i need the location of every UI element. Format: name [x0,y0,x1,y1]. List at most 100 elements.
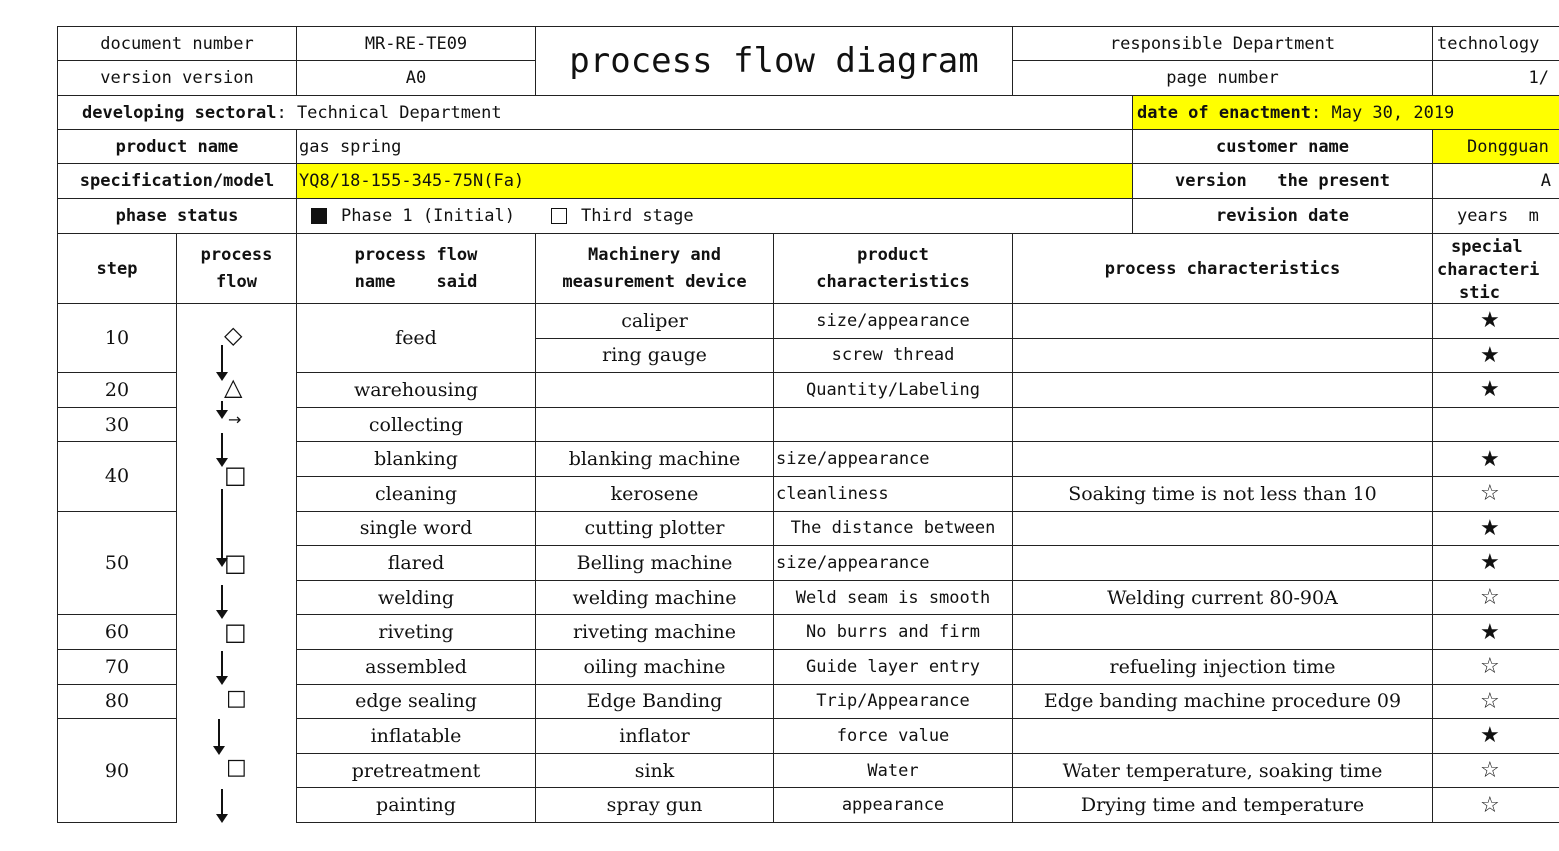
developing-row: developing sectoral : Technical Departme… [57,95,1133,130]
inspection-symbol: ◇ [224,321,243,349]
step-cell: 80 [57,683,177,720]
product-char-cell: The distance between [773,510,1013,547]
flow-arrow [216,401,228,419]
flow-arrow [213,719,225,755]
enactment-cell: date of enactment : May 30, 2019 [1132,95,1559,130]
machine-cell: oiling machine [535,649,774,685]
special-char-cell: ☆ [1432,752,1559,789]
special-char-cell: ☆ [1432,476,1559,512]
revision-label: revision date [1132,198,1433,234]
version2-label: version the present [1132,163,1433,199]
special-char-cell: ★ [1432,545,1559,581]
col-process-char: process characteristics [1012,233,1433,304]
enactment-label: date of enactment [1137,102,1311,123]
process-name-cell: welding [296,579,536,616]
col-machine: Machinery and measurement device [535,233,774,304]
process-name-cell: warehousing [296,372,536,408]
col-product: product characteristics [773,233,1013,304]
col-process-flow-line1: process [200,245,273,266]
col-product-line1: product [857,245,929,266]
process-name-cell: feed [296,303,536,374]
phase3-checkbox[interactable] [551,208,567,224]
col-special: special characteri stic [1432,233,1559,304]
process-char-cell [1012,545,1433,581]
special-char-cell: ★ [1432,372,1559,408]
phase-options: Phase 1 (Initial) Third stage [296,198,1133,234]
step-cell: 90 [57,718,177,823]
col-machine-line2: measurement device [562,271,747,292]
revision-value: years m [1432,198,1559,234]
resp-dept-value: technology [1432,26,1559,61]
storage-symbol: △ [224,373,243,401]
doc-number-label: document number [57,26,297,61]
process-char-cell [1012,406,1433,443]
process-char-cell [1012,372,1433,408]
product-char-cell: Weld seam is smooth [773,579,1013,616]
special-char-cell: ☆ [1432,649,1559,685]
special-char-cell: ☆ [1432,787,1559,823]
phase3-label: Third stage [581,206,694,226]
special-char-cell: ★ [1432,718,1559,754]
transport-symbol: → [228,410,242,429]
machine-cell [535,406,774,443]
product-char-cell: force value [773,718,1013,754]
product-value: gas spring [296,129,1133,164]
flow-arrow [216,585,228,619]
machine-cell: riveting machine [535,614,774,650]
col-machine-line1: Machinery and [587,245,722,266]
product-char-cell: Water [773,752,1013,789]
page-number-label: page number [1012,60,1433,96]
process-char-cell [1012,441,1433,477]
process-name-cell: inflatable [296,718,536,754]
operation-symbol: □ [226,686,247,711]
step-cell: 10 [57,303,177,374]
product-char-cell: size/appearance [773,441,1013,477]
process-name-cell: painting [296,787,536,823]
machine-cell: cutting plotter [535,510,774,547]
machine-cell: caliper [535,303,774,339]
machine-cell: Edge Banding [535,683,774,720]
process-char-cell [1012,510,1433,547]
flow-arrow [216,345,228,381]
process-name-cell: blanking [296,441,536,477]
operation-symbol: □ [226,755,247,780]
process-char-cell [1012,718,1433,754]
process-char-cell: Water temperature, soaking time [1012,752,1433,789]
special-char-cell: ☆ [1432,683,1559,720]
page-number-value: 1/ [1432,60,1559,96]
enactment-value: : May 30, 2019 [1311,102,1455,123]
process-char-cell [1012,303,1433,339]
version-value: A0 [296,60,536,96]
customer-label: customer name [1132,129,1433,164]
page-title: process flow diagram [535,26,1013,96]
process-name-cell: cleaning [296,476,536,512]
product-char-cell [773,406,1013,443]
product-char-cell: size/appearance [773,303,1013,339]
machine-cell: spray gun [535,787,774,823]
flow-arrow [216,651,228,685]
special-char-cell: ★ [1432,337,1559,374]
col-special-line3: stic [1459,282,1500,303]
machine-cell: inflator [535,718,774,754]
product-char-cell: appearance [773,787,1013,823]
step-cell: 30 [57,406,177,443]
machine-cell: sink [535,752,774,789]
step-cell: 50 [57,510,177,616]
product-char-cell: screw thread [773,337,1013,374]
special-char-cell: ☆ [1432,579,1559,616]
product-char-cell: No burrs and firm [773,614,1013,650]
special-char-cell: ★ [1432,510,1559,547]
phase1-checkbox[interactable] [311,208,327,224]
flow-arrow [216,433,228,467]
phase-label: phase status [57,198,297,234]
col-process-flow: process flow [176,233,297,304]
process-char-cell: refueling injection time [1012,649,1433,685]
customer-value: Dongguan [1432,129,1559,164]
process-name-cell: assembled [296,649,536,685]
machine-cell: kerosene [535,476,774,512]
col-process-flow-line2: flow [216,271,257,292]
phase1-label: Phase 1 (Initial) [341,206,515,226]
special-char-cell: ★ [1432,303,1559,339]
developing-label: developing sectoral [82,102,277,123]
special-char-cell: ★ [1432,441,1559,477]
